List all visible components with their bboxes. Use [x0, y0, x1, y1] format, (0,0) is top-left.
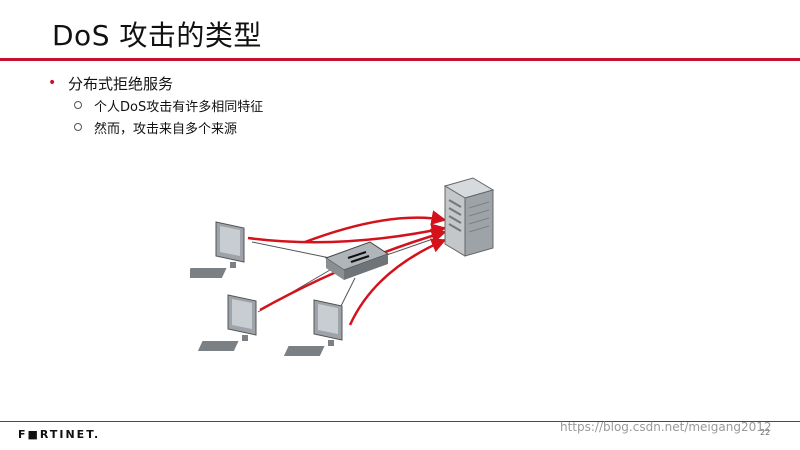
watermark-url: https://blog.csdn.net/meigang2012	[560, 420, 772, 434]
bullet-dot-icon: •	[48, 75, 68, 91]
title-underline	[0, 58, 800, 61]
ddos-diagram	[190, 160, 530, 380]
slide-title: DoS 攻击的类型	[52, 14, 262, 54]
computer-icon	[284, 300, 342, 356]
bullet-text: 分布式拒绝服务	[68, 73, 173, 94]
sub-bullet-text: 然而，攻击来自多个来源	[94, 118, 237, 137]
fortinet-logo: F■RTINET.	[18, 428, 100, 441]
sub-bullet-circle-icon	[74, 123, 82, 131]
computer-icon	[198, 295, 256, 351]
server-icon	[445, 178, 493, 256]
computer-icon	[190, 222, 244, 278]
sub-bullet-text: 个人DoS攻击有许多相同特征	[94, 96, 263, 115]
sub-bullet-item: 个人DoS攻击有许多相同特征	[72, 94, 263, 116]
sub-bullet-item: 然而，攻击来自多个来源	[72, 116, 263, 138]
sub-bullet-circle-icon	[74, 101, 82, 109]
bullet-list: • 分布式拒绝服务 个人DoS攻击有许多相同特征 然而，攻击来自多个来源	[48, 72, 263, 138]
bullet-item: • 分布式拒绝服务	[48, 72, 263, 94]
router-icon	[326, 242, 388, 280]
